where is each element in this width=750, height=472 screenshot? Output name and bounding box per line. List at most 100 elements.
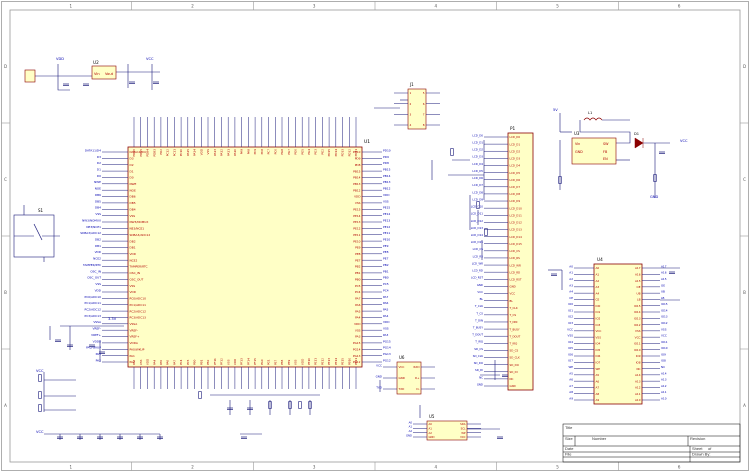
pin-label: TAMPER/RTC — [129, 265, 148, 269]
pin-label: SCL — [461, 427, 466, 431]
pin-label: IO1 — [596, 310, 601, 314]
power-input-section: U2 Vin Vout — [24, 60, 117, 83]
pin-label: PB11 — [354, 358, 358, 365]
border-col-label: 2 — [191, 465, 194, 470]
pin-label: PC11 — [172, 149, 176, 156]
pin-label: PB1 — [199, 359, 203, 365]
pin-label: PG14 — [353, 347, 361, 351]
net-label: WE — [568, 365, 573, 369]
net-label: A5 — [569, 371, 573, 375]
eeprom-designator: U5 — [429, 414, 435, 419]
pin-label: VDD — [146, 359, 150, 365]
net-label: LCD_D5 — [472, 169, 483, 173]
pin-label: BL — [510, 299, 514, 303]
net-label: PE12 — [383, 225, 390, 229]
pin-label: NWE — [130, 182, 137, 186]
pin-label: WP — [461, 431, 466, 435]
net-label: LCD_D10 — [471, 205, 484, 209]
pin-label: T_CLK — [509, 306, 518, 310]
net-label: DB5 — [95, 199, 101, 203]
net-label: NE3/NCE1 — [86, 225, 101, 229]
regulator-2-pin-sw: SW — [603, 142, 609, 146]
mcu-designator: U1 — [364, 139, 370, 145]
pin-label: PA8 — [246, 149, 250, 154]
power-symbols: VCC VDD VCC 5V 3.3V GND VCC VCC — [36, 57, 688, 434]
resistor — [198, 391, 202, 399]
pin-label: LCD_RS — [510, 256, 521, 260]
pin-label: IO9 — [636, 354, 641, 358]
net-label: T_IRQ — [474, 340, 483, 344]
title-block-sheet-label: Sheet — [692, 446, 703, 451]
title-block-file-label: File — [565, 452, 572, 457]
net-label: IO2 — [568, 315, 573, 319]
pin-label: IO3 — [596, 323, 601, 327]
pin-label: D2 — [130, 163, 134, 167]
pin-label: PA5 — [355, 309, 361, 313]
net-label: NW3/NOMUX — [82, 218, 101, 222]
pin-label: LCD_RST — [510, 277, 522, 281]
pin-label: PF13 — [240, 358, 244, 365]
net-label: GND — [477, 382, 483, 386]
pin-label: PG12 — [353, 360, 361, 364]
net-label: CE — [569, 296, 573, 300]
pin-label: CE — [596, 298, 600, 302]
mcu-u1: U1 DATA11/D4DATA11/D4D3D3D2D2D1D1D0D0NWE… — [80, 117, 391, 389]
net-label: PB0 — [383, 276, 389, 280]
net-label: IO10 — [661, 346, 668, 350]
net-label: SD_CLK — [473, 354, 483, 358]
sram-body — [593, 263, 643, 405]
pin-label: GND — [429, 435, 435, 439]
pin-label: LCD_D15 — [510, 242, 523, 246]
net-label: A8 — [569, 390, 573, 394]
net-label: PA4 — [383, 314, 389, 318]
net-label: PE13 — [383, 218, 390, 222]
pin-label: 3 — [410, 113, 412, 117]
net-label: UB — [661, 290, 665, 294]
net-label: A17 — [661, 264, 667, 268]
pin-label: A5 — [596, 373, 600, 377]
pin-label: PE11 — [314, 358, 318, 365]
net-label: PE11 — [383, 231, 390, 235]
net-label: TAMPER/RTC — [82, 263, 101, 267]
net-label: A3 — [569, 283, 573, 287]
pin-label: SD_DO — [510, 363, 519, 367]
pin-label: VREF+ — [130, 335, 140, 339]
sram-designator: U4 — [597, 257, 603, 262]
border-col-label: 3 — [313, 4, 316, 9]
net-label: LCD_D8 — [472, 190, 483, 194]
pin-label: PE14 — [334, 358, 338, 365]
pin-label: VSS — [635, 329, 641, 333]
net-label: PC2/ADC12 — [85, 307, 102, 311]
net-label: VCC — [376, 363, 382, 367]
pin-label: OSC_IN — [130, 271, 141, 275]
net-label: IO9 — [661, 352, 666, 356]
pin-label: PA12 — [220, 149, 224, 156]
net-label: LCD_D1 — [472, 141, 483, 145]
pin-label: A2 — [429, 431, 433, 435]
pin-label: PC5 — [186, 359, 190, 365]
net-label: PE7 — [383, 257, 389, 261]
pin-label: DB4 — [130, 207, 136, 211]
pin-label: PB12 — [353, 188, 361, 192]
pin-label: 5 — [423, 91, 425, 95]
pin-label: PA6 — [166, 360, 170, 365]
net-label: VCC — [477, 290, 483, 294]
pin-label: PG13 — [353, 354, 361, 358]
pin-label: VREF- — [130, 328, 139, 332]
lcd-connector-pins: LCD_D0LCD_D0LCD_D1LCD_D1LCD_D2LCD_D2LCD_… — [471, 133, 522, 388]
pin-label: GND — [510, 285, 516, 289]
pin-label: PA14 — [193, 149, 197, 156]
pin-label: PA9 — [240, 149, 244, 154]
regulator-2-pin-gnd: GND — [575, 150, 583, 154]
header-j1-designator: J1 — [409, 82, 414, 87]
pin-label: GND — [510, 384, 516, 388]
net-label: T_DIN — [474, 318, 483, 322]
pin-label: PE8 — [355, 252, 361, 256]
net-label: A1 — [409, 425, 413, 429]
net-label: DB6 — [95, 193, 101, 197]
pin-label: LCD_D4 — [510, 164, 521, 168]
resistor — [38, 374, 42, 382]
net-label: D3 — [97, 155, 101, 159]
